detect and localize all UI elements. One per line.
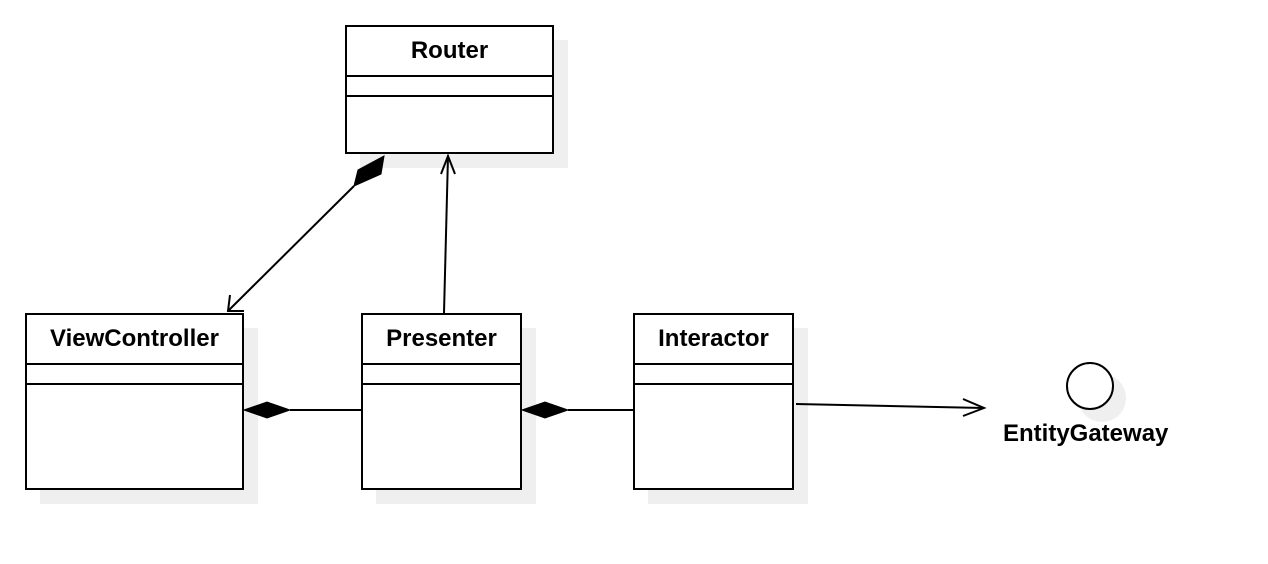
viewcontroller-composition-diamond [242,401,292,419]
interactor-class-name: Interactor [658,325,769,352]
presenter-composition-diamond [520,401,570,419]
presenter-class-name: Presenter [386,325,497,352]
view-controller-attributes-divider [27,363,242,365]
presenter-operations-divider [363,383,520,385]
router-class-name: Router [410,37,489,64]
interactor-entitygateway-line [795,403,985,409]
router-viewcontroller-line [227,185,355,312]
router-arrowhead [440,153,456,175]
presenter-router-line [443,155,449,314]
view-controller-operations-divider [27,383,242,385]
router-attributes-divider [347,75,552,77]
interactor-attributes-divider [635,363,792,365]
view-controller-class[interactable]: ViewController [25,313,244,490]
entitygateway-label: EntityGateway [1003,420,1169,447]
presenter-class[interactable]: Presenter [361,313,522,490]
interactor-class[interactable]: Interactor [633,313,794,490]
router-composition-diamond [353,155,385,187]
viewcontroller-arrowhead [226,294,244,312]
view-controller-class-name: ViewController [50,325,219,352]
presenter-attributes-divider [363,363,520,365]
interactor-operations-divider [635,383,792,385]
router-class[interactable]: Router [345,25,554,154]
entitygateway-arrowhead [962,398,987,417]
entitygateway-interface-circle[interactable] [1066,362,1114,410]
router-operations-divider [347,95,552,97]
